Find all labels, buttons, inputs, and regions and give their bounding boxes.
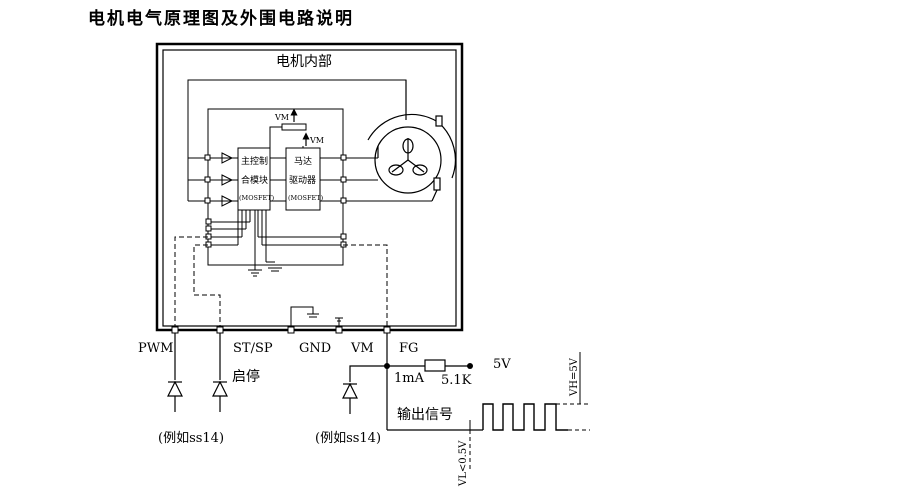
pin-fg-label: FG [399, 341, 418, 356]
pin-gnd-label: GND [299, 341, 331, 356]
pullup-resistor [424, 359, 446, 372]
vm-small-label-1: VM [274, 113, 289, 122]
pwm-diode [167, 333, 183, 412]
current-label: 1mA [394, 371, 425, 386]
motor-frame-outer [155, 42, 464, 332]
output-waveform [482, 403, 568, 431]
supply-node [467, 363, 473, 369]
example-left-label: (例如ss14) [158, 430, 224, 446]
driver-label-3: (MOSFET) [288, 194, 324, 202]
controller-module [237, 147, 271, 211]
motor-box-label: 电机内部 [276, 54, 332, 70]
vm-small-label-2: VM [309, 136, 324, 145]
pin-pwm-label: PWM [138, 341, 173, 356]
pin-stsp-label: ST/SP [233, 341, 273, 356]
controller-label-3: (MOSFET) [239, 194, 275, 202]
vm-rail [281, 123, 307, 131]
controller-label-1: 主控制 [241, 155, 268, 167]
start-stop-label: 启停 [232, 368, 260, 385]
motor-frame-inner [162, 49, 457, 327]
dashed-traces [174, 236, 388, 330]
motor-coils [367, 80, 456, 202]
stsp-diode [212, 333, 228, 412]
resistor-label: 5.1K [441, 373, 472, 388]
driver-label-2: 驱动器 [289, 175, 316, 186]
vh-label: VH=5V [569, 357, 580, 397]
driver-label-1: 马达 [294, 155, 312, 167]
inner-circuit-frame [187, 79, 407, 122]
vl-label: VL<0.5V [458, 440, 469, 487]
supply-label: 5V [493, 357, 511, 372]
output-signal-label: 输出信号 [397, 407, 453, 423]
page-title: 电机电气原理图及外围电路说明 [88, 9, 354, 29]
pin-vm-label: VM [350, 341, 374, 356]
fg-circuit [342, 333, 483, 431]
pcb-box [207, 108, 344, 266]
fg-junction [384, 363, 390, 369]
controller-label-2: 合模块 [241, 174, 268, 186]
input-buffers [187, 122, 238, 207]
example-right-label: (例如ss14) [315, 430, 381, 446]
